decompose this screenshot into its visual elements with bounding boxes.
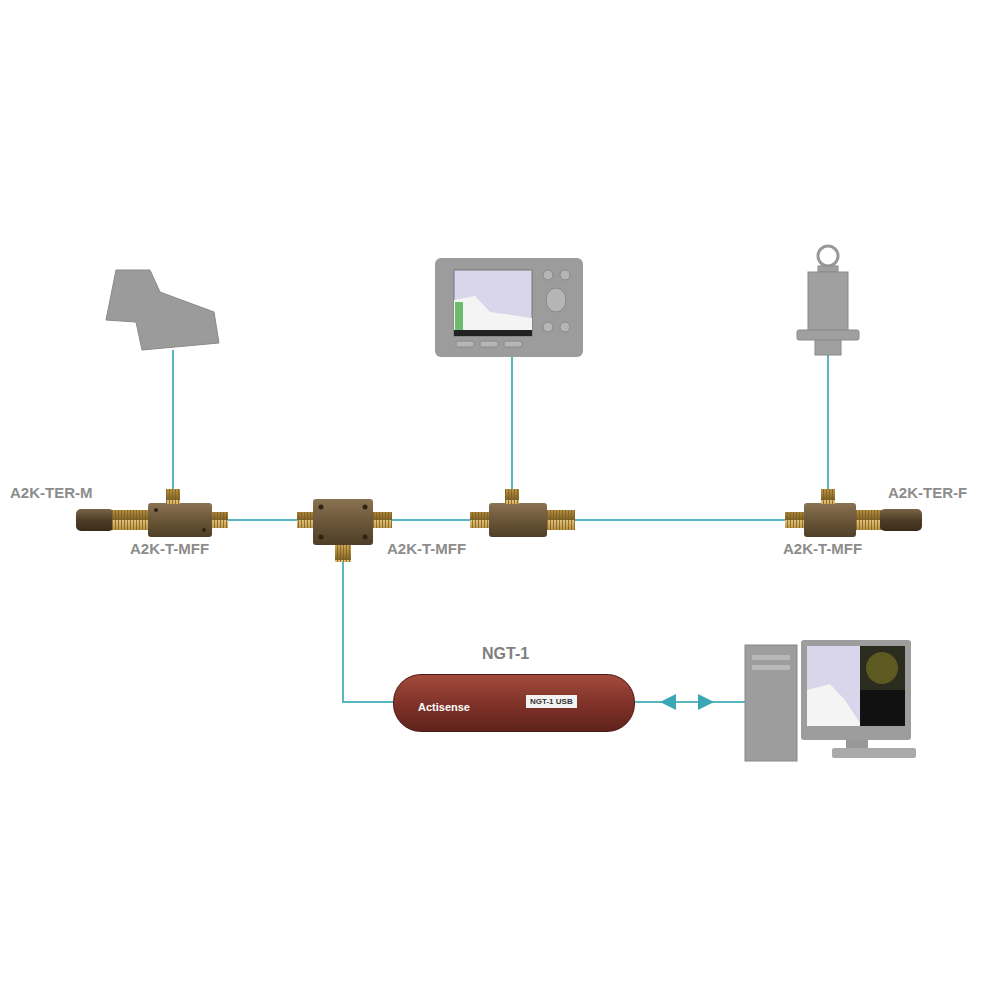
tee-connector: [76, 489, 228, 537]
through-hull-sensor-icon: [797, 246, 859, 355]
part-name: A2K-TER-F: [888, 484, 967, 501]
tee-connector: [470, 489, 575, 537]
part-name: A2K-T-MFF: [783, 540, 862, 557]
transducer-icon: [106, 270, 219, 350]
part-name: A2K-T-MFF: [387, 540, 466, 557]
device-heading: NGT-1: [482, 645, 529, 663]
data-arrow: [660, 694, 714, 710]
part-name: A2K-T-MFF: [130, 540, 209, 557]
chart-plotter-icon: [435, 258, 583, 357]
device-marking: NGT-1 USB: [526, 695, 577, 708]
part-name: A2K-TER-M: [10, 484, 93, 501]
network-cable: [173, 350, 828, 702]
device-marking: Actisense: [418, 701, 470, 713]
computer-icon: [745, 640, 916, 761]
tee-connector: [297, 499, 392, 562]
gateway-device: NGT-1ActisenseNGT-1 USB: [393, 674, 635, 732]
